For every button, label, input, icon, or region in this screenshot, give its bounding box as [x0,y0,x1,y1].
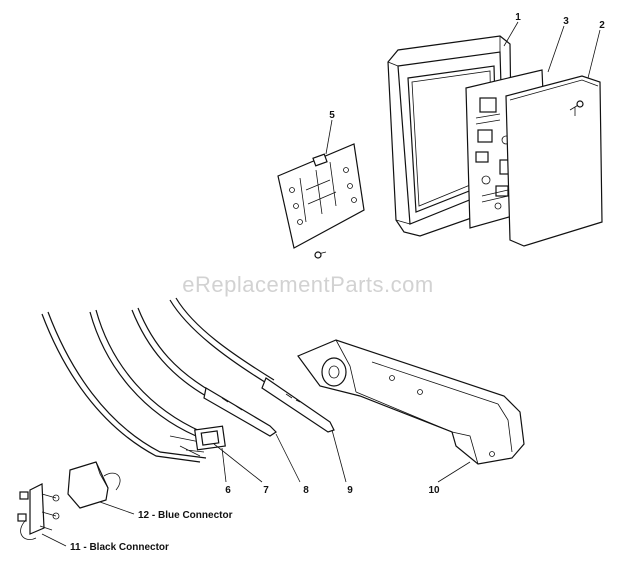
blue-connector [67,461,121,509]
black-connector [17,483,60,540]
switch-lead-7 [89,309,226,457]
callout-6: 6 [225,485,231,496]
callout-3: 3 [563,16,569,27]
watermark: eReplacementParts.com [182,272,433,297]
callout-8: 8 [303,485,309,496]
leader-lines [41,21,601,547]
callout-9: 9 [347,485,353,496]
callout-1: 1 [515,12,521,23]
sensor-lead-8 [131,307,277,437]
label-black-connector: 11 - Black Connector [70,542,169,553]
label-blue-connector: 12 - Blue Connector [138,510,233,521]
wire-harness-6 [41,311,221,463]
callout-10: 10 [428,485,440,496]
probe-lead-9 [169,297,335,433]
callout-7: 7 [263,485,269,496]
cover-plate [505,75,603,247]
handle-bracket-10 [297,339,525,465]
callout-5: 5 [329,110,335,121]
callout-2: 2 [599,20,605,31]
terminal-board [277,143,365,259]
